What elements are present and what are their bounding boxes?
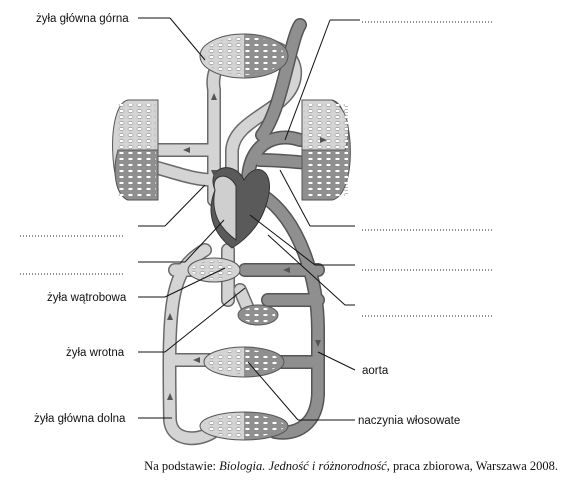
capillary-bed-liver xyxy=(187,257,241,283)
heart xyxy=(210,167,270,249)
label-aorta: aorta xyxy=(362,365,389,377)
capillary-bed-left-lung xyxy=(112,99,159,201)
label-vena-cava-superior: żyła główna górna xyxy=(36,13,129,25)
capillary-bed-intestine xyxy=(237,304,279,326)
capillary-bed-head xyxy=(199,33,289,79)
capillary-bed-body-middle xyxy=(203,346,285,378)
label-vena-cava-inferior: żyła główna dolna xyxy=(34,413,126,425)
source-book-title: Biologia. Jedność i różnorodność xyxy=(219,459,387,473)
capillary-bed-body-lower xyxy=(199,411,289,441)
label-capillaries: naczynia włosowate xyxy=(358,415,460,427)
label-portal-vein: żyła wrotna xyxy=(66,347,125,359)
source-suffix: , praca zbiorowa, Warszawa 2008. xyxy=(386,459,558,473)
label-hepatic-vein: żyła wątrobowa xyxy=(47,292,127,304)
capillary-bed-right-lung xyxy=(301,99,351,201)
flow-arrows xyxy=(167,93,327,400)
leader-lines xyxy=(138,17,360,421)
answer-blanks xyxy=(20,21,494,317)
source-prefix: Na podstawie: xyxy=(144,459,220,473)
source-citation: Na podstawie: Biologia. Jedność i różnor… xyxy=(0,459,558,474)
